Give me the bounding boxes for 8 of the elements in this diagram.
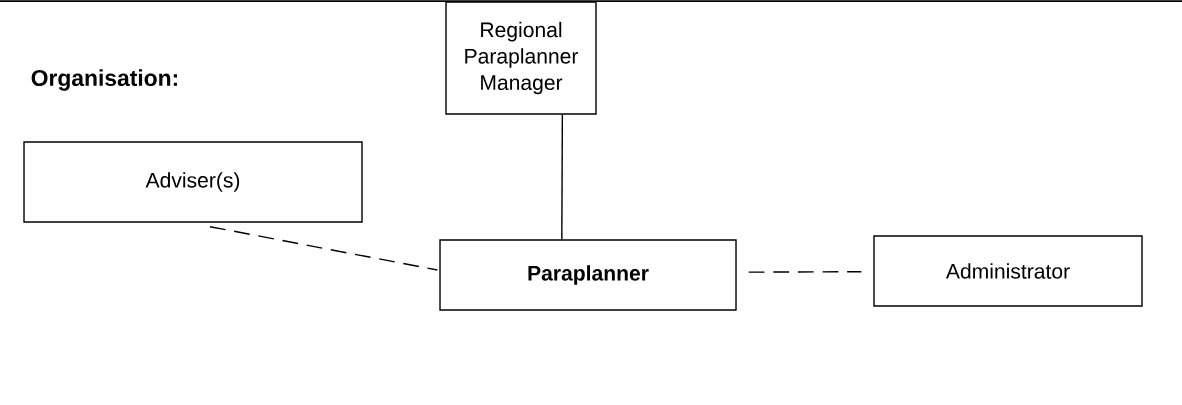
org-box: Paraplanner <box>439 239 737 311</box>
heading: Organisation: <box>31 69 177 91</box>
org-box: Adviser(s) <box>23 141 363 223</box>
org-box: Administrator <box>873 235 1143 307</box>
org-box: Regional Paraplanner Manager <box>445 1 597 115</box>
connector-line <box>209 226 438 271</box>
connector-line <box>748 271 862 273</box>
connector-line <box>561 114 564 240</box>
